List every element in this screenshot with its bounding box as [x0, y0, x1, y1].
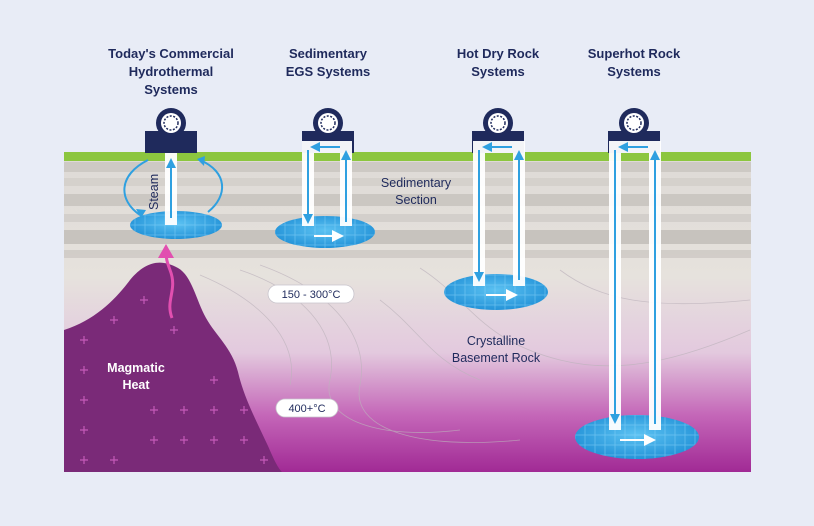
sedimentary-well	[302, 141, 352, 242]
heat-arrowhead	[158, 244, 174, 258]
superhot-well	[609, 141, 661, 446]
magma-body	[64, 262, 282, 472]
temperature-high-text: 400+°C	[288, 403, 325, 415]
crystalline-label-2: Basement Rock	[452, 351, 541, 365]
header-hotdry-2: Systems	[471, 64, 524, 79]
header-sedimentary-1: Sedimentary	[289, 46, 368, 61]
temperature-badge-low: 150 - 300°C	[267, 284, 355, 304]
magmatic-label-1: Magmatic	[107, 361, 165, 375]
header-hydrothermal-1: Today's Commercial	[108, 46, 234, 61]
header-hotdry-1: Hot Dry Rock	[457, 46, 540, 61]
sedimentary-layers	[64, 162, 751, 258]
hotdry-well	[473, 141, 525, 301]
magma-plus-pattern	[80, 296, 268, 464]
header-superhot-1: Superhot Rock	[588, 46, 681, 61]
header-sedimentary-2: EGS Systems	[286, 64, 371, 79]
temperature-badge-high: 400+°C	[275, 398, 339, 418]
turbine-icon	[145, 108, 197, 153]
sedimentary-section-label-2: Section	[395, 193, 437, 207]
header-hydrothermal-3: Systems	[144, 82, 197, 97]
header-superhot-2: Systems	[607, 64, 660, 79]
system-headers: Today's Commercial Hydrothermal Systems …	[108, 46, 681, 97]
crystalline-label-1: Crystalline	[467, 334, 525, 348]
surface-strip	[64, 152, 751, 161]
hydrothermal-well	[123, 153, 224, 225]
steam-label: Steam	[147, 174, 161, 210]
temperature-low-text: 150 - 300°C	[282, 289, 341, 301]
magmatic-label-2: Heat	[122, 378, 150, 392]
sedimentary-section-label-1: Sedimentary	[381, 176, 452, 190]
header-hydrothermal-2: Hydrothermal	[129, 64, 214, 79]
